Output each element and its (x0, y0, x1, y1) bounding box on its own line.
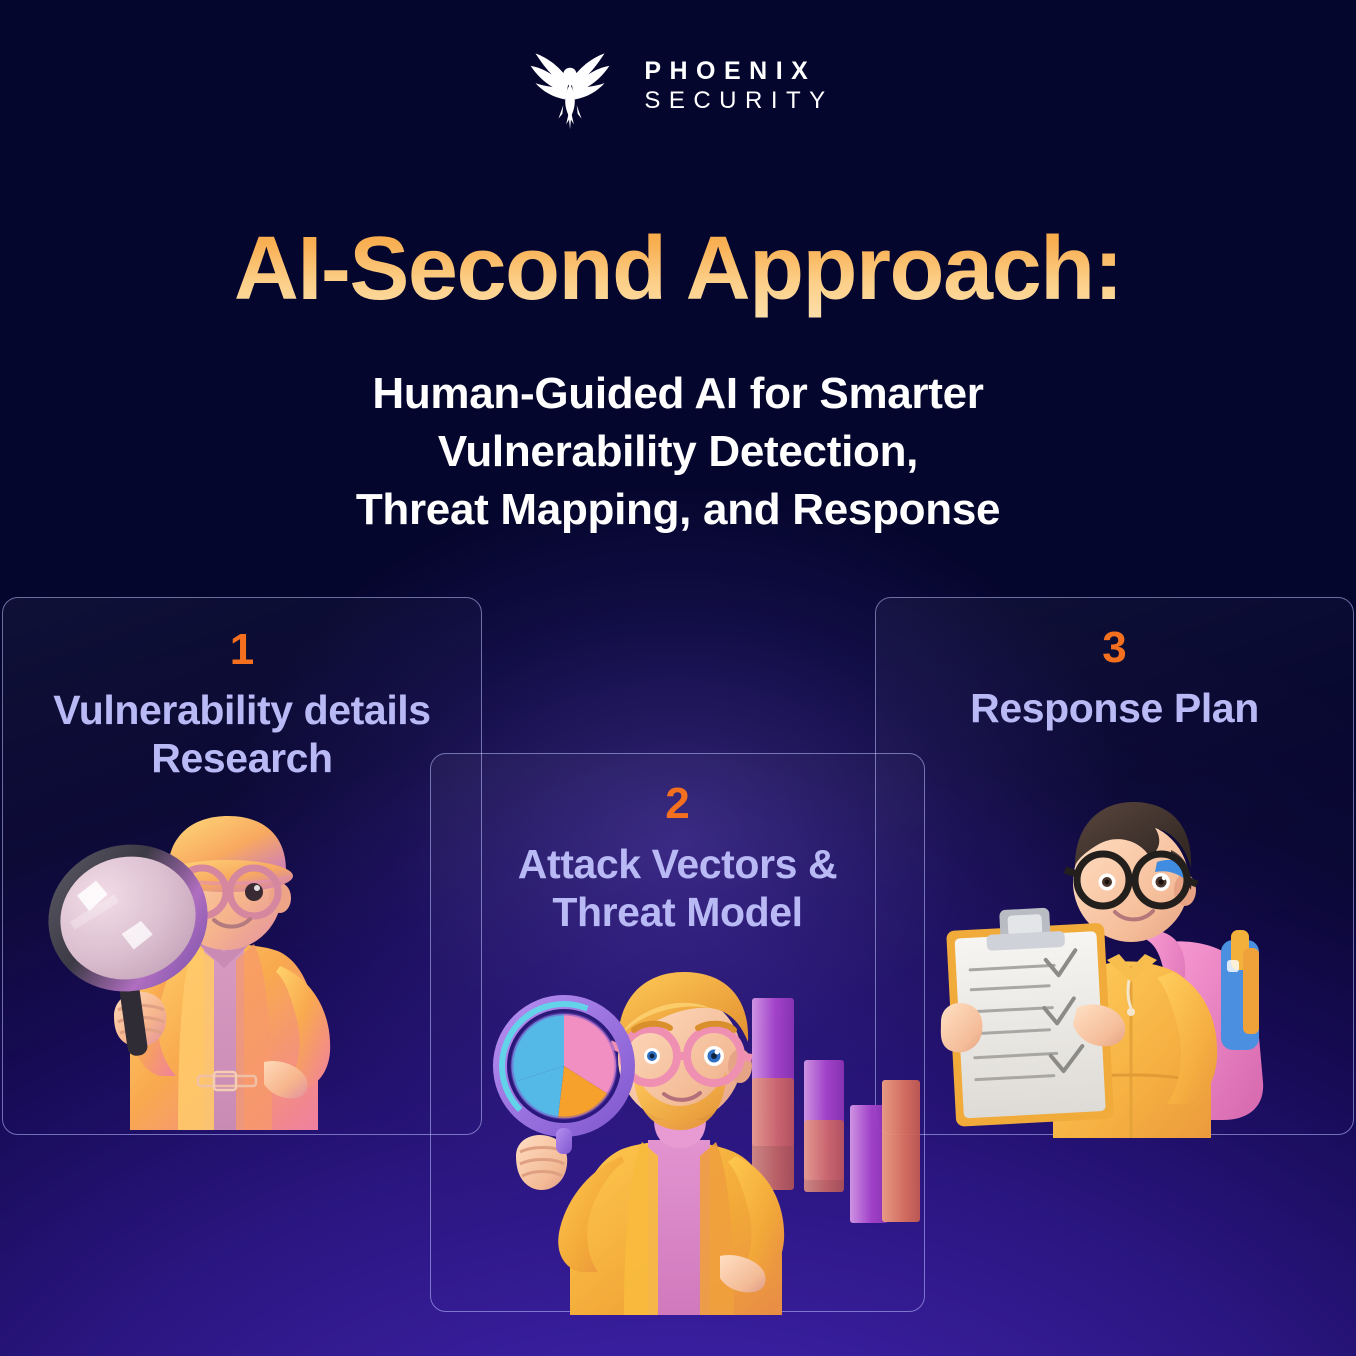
step-number-2: 2 (665, 779, 690, 828)
step-card-1-header: 1 Vulnerability details Research (3, 628, 481, 783)
illustration-student-with-clipboard (935, 790, 1315, 1138)
step-number-1: 1 (229, 625, 255, 674)
page-subtitle: Human-Guided AI for Smarter Vulnerabilit… (355, 369, 1001, 535)
step-title-1: Vulnerability details Research (53, 687, 431, 782)
step-number-3: 3 (1102, 623, 1127, 672)
step-title-2: Attack Vectors & Threat Model (517, 841, 838, 936)
page-title: AI-Second Approach: (0, 218, 1356, 321)
brand-name-line1: PHOENIX (644, 57, 817, 86)
phoenix-bird-icon (522, 38, 618, 134)
illustration-detective-with-magnifying-glass (18, 800, 458, 1140)
brand-name: PHOENIX SECURITY (644, 57, 833, 115)
step-card-2-header: 2 Attack Vectors & Threat Model (431, 782, 924, 937)
illustration-analyst-with-pie-chart (452, 960, 922, 1315)
step-title-3: Response Plan (970, 685, 1259, 731)
brand-logo: PHOENIX SECURITY (0, 38, 1356, 134)
brand-name-line2: SECURITY (644, 86, 834, 114)
step-card-3-header: 3 Response Plan (876, 626, 1353, 732)
